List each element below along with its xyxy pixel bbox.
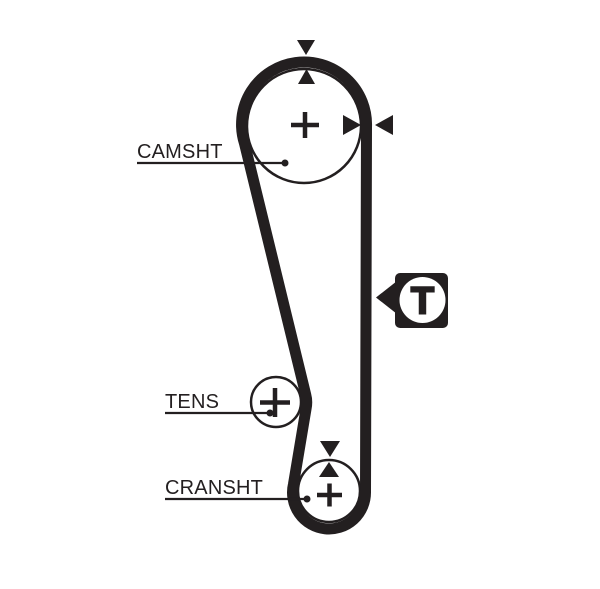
badge-inner-circle	[399, 277, 446, 323]
crankshaft-pulley-circle	[296, 458, 362, 524]
badge-pointer-left-icon	[376, 281, 397, 314]
camshaft-inner-arrow-up-icon	[298, 69, 315, 84]
belt-arrow-left-icon	[375, 115, 393, 135]
camshaft-label: CAMSHT	[137, 141, 223, 163]
camshaft-leader-dot	[281, 159, 289, 167]
crankshaft-center-cross-icon	[317, 483, 342, 507]
camshaft-outer-arrow-down-icon	[297, 40, 315, 55]
timing-badge: T	[376, 273, 448, 328]
belt-arrow-right-icon	[343, 115, 361, 135]
camshaft-center-cross-icon	[291, 112, 319, 138]
crankshaft-label: CRANSHT	[165, 477, 263, 499]
badge-letter: T	[411, 281, 434, 323]
crankshaft-inner-arrow-up-icon	[319, 462, 339, 477]
tensioner-leader-dot	[266, 409, 274, 417]
crankshaft-outer-arrow-down-icon	[320, 441, 340, 457]
crankshaft-leader-dot	[303, 495, 311, 503]
tensioner-center-cross-icon	[260, 388, 290, 417]
tensioner-pulley-circle	[249, 375, 303, 429]
tensioner-label: TENS	[165, 391, 219, 413]
